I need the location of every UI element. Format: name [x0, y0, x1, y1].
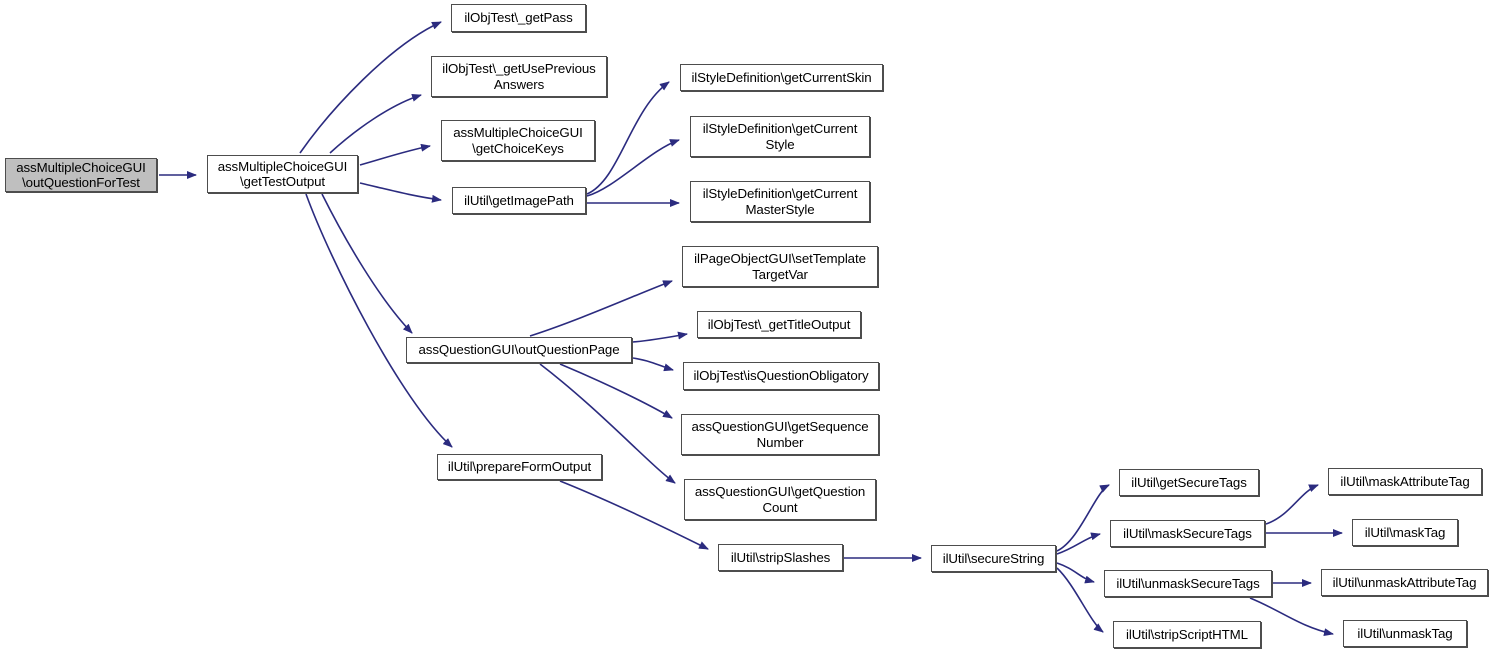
graph-node-label: ilUtil\unmaskSecureTags [1116, 575, 1260, 591]
graph-node[interactable]: ilObjTest\_getUsePrevious Answers [431, 56, 607, 97]
graph-node-label: assQuestionGUI\getQuestion Count [694, 484, 866, 515]
graph-node[interactable]: ilUtil\maskSecureTags [1110, 520, 1265, 547]
graph-node-label: assQuestionGUI\getSequence Number [691, 419, 869, 450]
graph-node[interactable]: ilStyleDefinition\getCurrent Style [690, 116, 870, 157]
call-edge [586, 81, 670, 195]
graph-node-label: assMultipleChoiceGUI \getChoiceKeys [453, 125, 583, 156]
call-edge [1265, 484, 1319, 525]
graph-node-label: ilObjTest\_getUsePrevious Answers [442, 61, 596, 92]
graph-node[interactable]: assQuestionGUI\getQuestion Count [684, 479, 876, 520]
call-edge [359, 182, 442, 203]
call-edge [1249, 597, 1334, 637]
call-edge [632, 331, 688, 343]
graph-node-label: ilUtil\prepareFormOutput [447, 459, 592, 475]
graph-node[interactable]: assMultipleChoiceGUI \getChoiceKeys [441, 120, 595, 161]
call-edge [299, 21, 442, 154]
graph-node-label: ilUtil\maskSecureTags [1123, 525, 1252, 541]
graph-node[interactable]: assQuestionGUI\getSequence Number [681, 414, 879, 455]
graph-node-label: ilObjTest\isQuestionObligatory [693, 368, 869, 384]
graph-node[interactable]: ilStyleDefinition\getCurrent MasterStyle [690, 181, 870, 222]
graph-node-label: ilUtil\maskAttributeTag [1340, 473, 1470, 489]
call-edge [1056, 484, 1110, 552]
graph-node[interactable]: ilUtil\getImagePath [452, 187, 586, 214]
call-edge [1056, 532, 1101, 555]
graph-node-label: ilUtil\getImagePath [464, 192, 574, 208]
graph-node[interactable]: ilUtil\getSecureTags [1119, 469, 1259, 496]
graph-node-label: ilStyleDefinition\getCurrent Style [702, 121, 858, 152]
graph-node-label: assMultipleChoiceGUI \outQuestionForTest [16, 159, 146, 191]
graph-node[interactable]: assMultipleChoiceGUI \getTestOutput [207, 155, 358, 193]
graph-node[interactable]: ilObjTest\isQuestionObligatory [683, 362, 879, 390]
call-edge [321, 193, 413, 334]
graph-node-label: ilStyleDefinition\getCurrent MasterStyle [702, 186, 858, 217]
call-edge [305, 193, 453, 448]
graph-node-label: assQuestionGUI\outQuestionPage [418, 342, 620, 358]
call-edge [586, 139, 680, 197]
graph-node[interactable]: ilUtil\unmaskSecureTags [1104, 570, 1272, 597]
graph-node[interactable]: ilUtil\unmaskAttributeTag [1321, 569, 1488, 596]
call-edge [359, 143, 431, 166]
graph-node-label: ilUtil\unmaskAttributeTag [1332, 574, 1477, 590]
call-edge [329, 93, 422, 154]
graph-node[interactable]: ilObjTest\_getPass [451, 4, 586, 32]
graph-node-label: ilUtil\stripSlashes [730, 549, 831, 565]
graph-node[interactable]: ilUtil\prepareFormOutput [437, 454, 602, 480]
graph-node-label: ilObjTest\_getTitleOutput [707, 316, 851, 332]
graph-node[interactable]: ilUtil\unmaskTag [1343, 620, 1467, 647]
graph-node[interactable]: ilUtil\stripScriptHTML [1113, 621, 1261, 648]
call-edge [1056, 562, 1095, 584]
graph-node-label: ilObjTest\_getPass [464, 10, 573, 26]
graph-node-label: ilPageObjectGUI\setTemplate TargetVar [694, 251, 866, 282]
graph-node[interactable]: ilUtil\secureString [931, 545, 1056, 572]
graph-node[interactable]: assQuestionGUI\outQuestionPage [406, 337, 632, 363]
graph-node-label: assMultipleChoiceGUI \getTestOutput [217, 158, 348, 190]
call-edge [1056, 567, 1104, 633]
graph-node-label: ilUtil\unmaskTag [1357, 625, 1453, 641]
call-edge [559, 363, 673, 419]
graph-node[interactable]: ilUtil\maskTag [1352, 519, 1458, 546]
graph-node-label: ilUtil\getSecureTags [1131, 474, 1247, 490]
graph-node[interactable]: ilStyleDefinition\getCurrentSkin [680, 64, 883, 91]
graph-node-label: ilUtil\maskTag [1364, 524, 1446, 540]
graph-node[interactable]: ilUtil\stripSlashes [718, 544, 843, 571]
graph-node[interactable]: ilObjTest\_getTitleOutput [697, 311, 861, 338]
call-edge [632, 357, 674, 372]
call-edge [529, 280, 673, 337]
graph-node-label: ilStyleDefinition\getCurrentSkin [691, 69, 872, 85]
graph-node[interactable]: ilUtil\maskAttributeTag [1328, 468, 1482, 495]
graph-node[interactable]: assMultipleChoiceGUI \outQuestionForTest [5, 158, 157, 192]
graph-node[interactable]: ilPageObjectGUI\setTemplate TargetVar [682, 246, 878, 287]
graph-node-label: ilUtil\secureString [942, 550, 1045, 566]
graph-node-label: ilUtil\stripScriptHTML [1126, 626, 1248, 642]
